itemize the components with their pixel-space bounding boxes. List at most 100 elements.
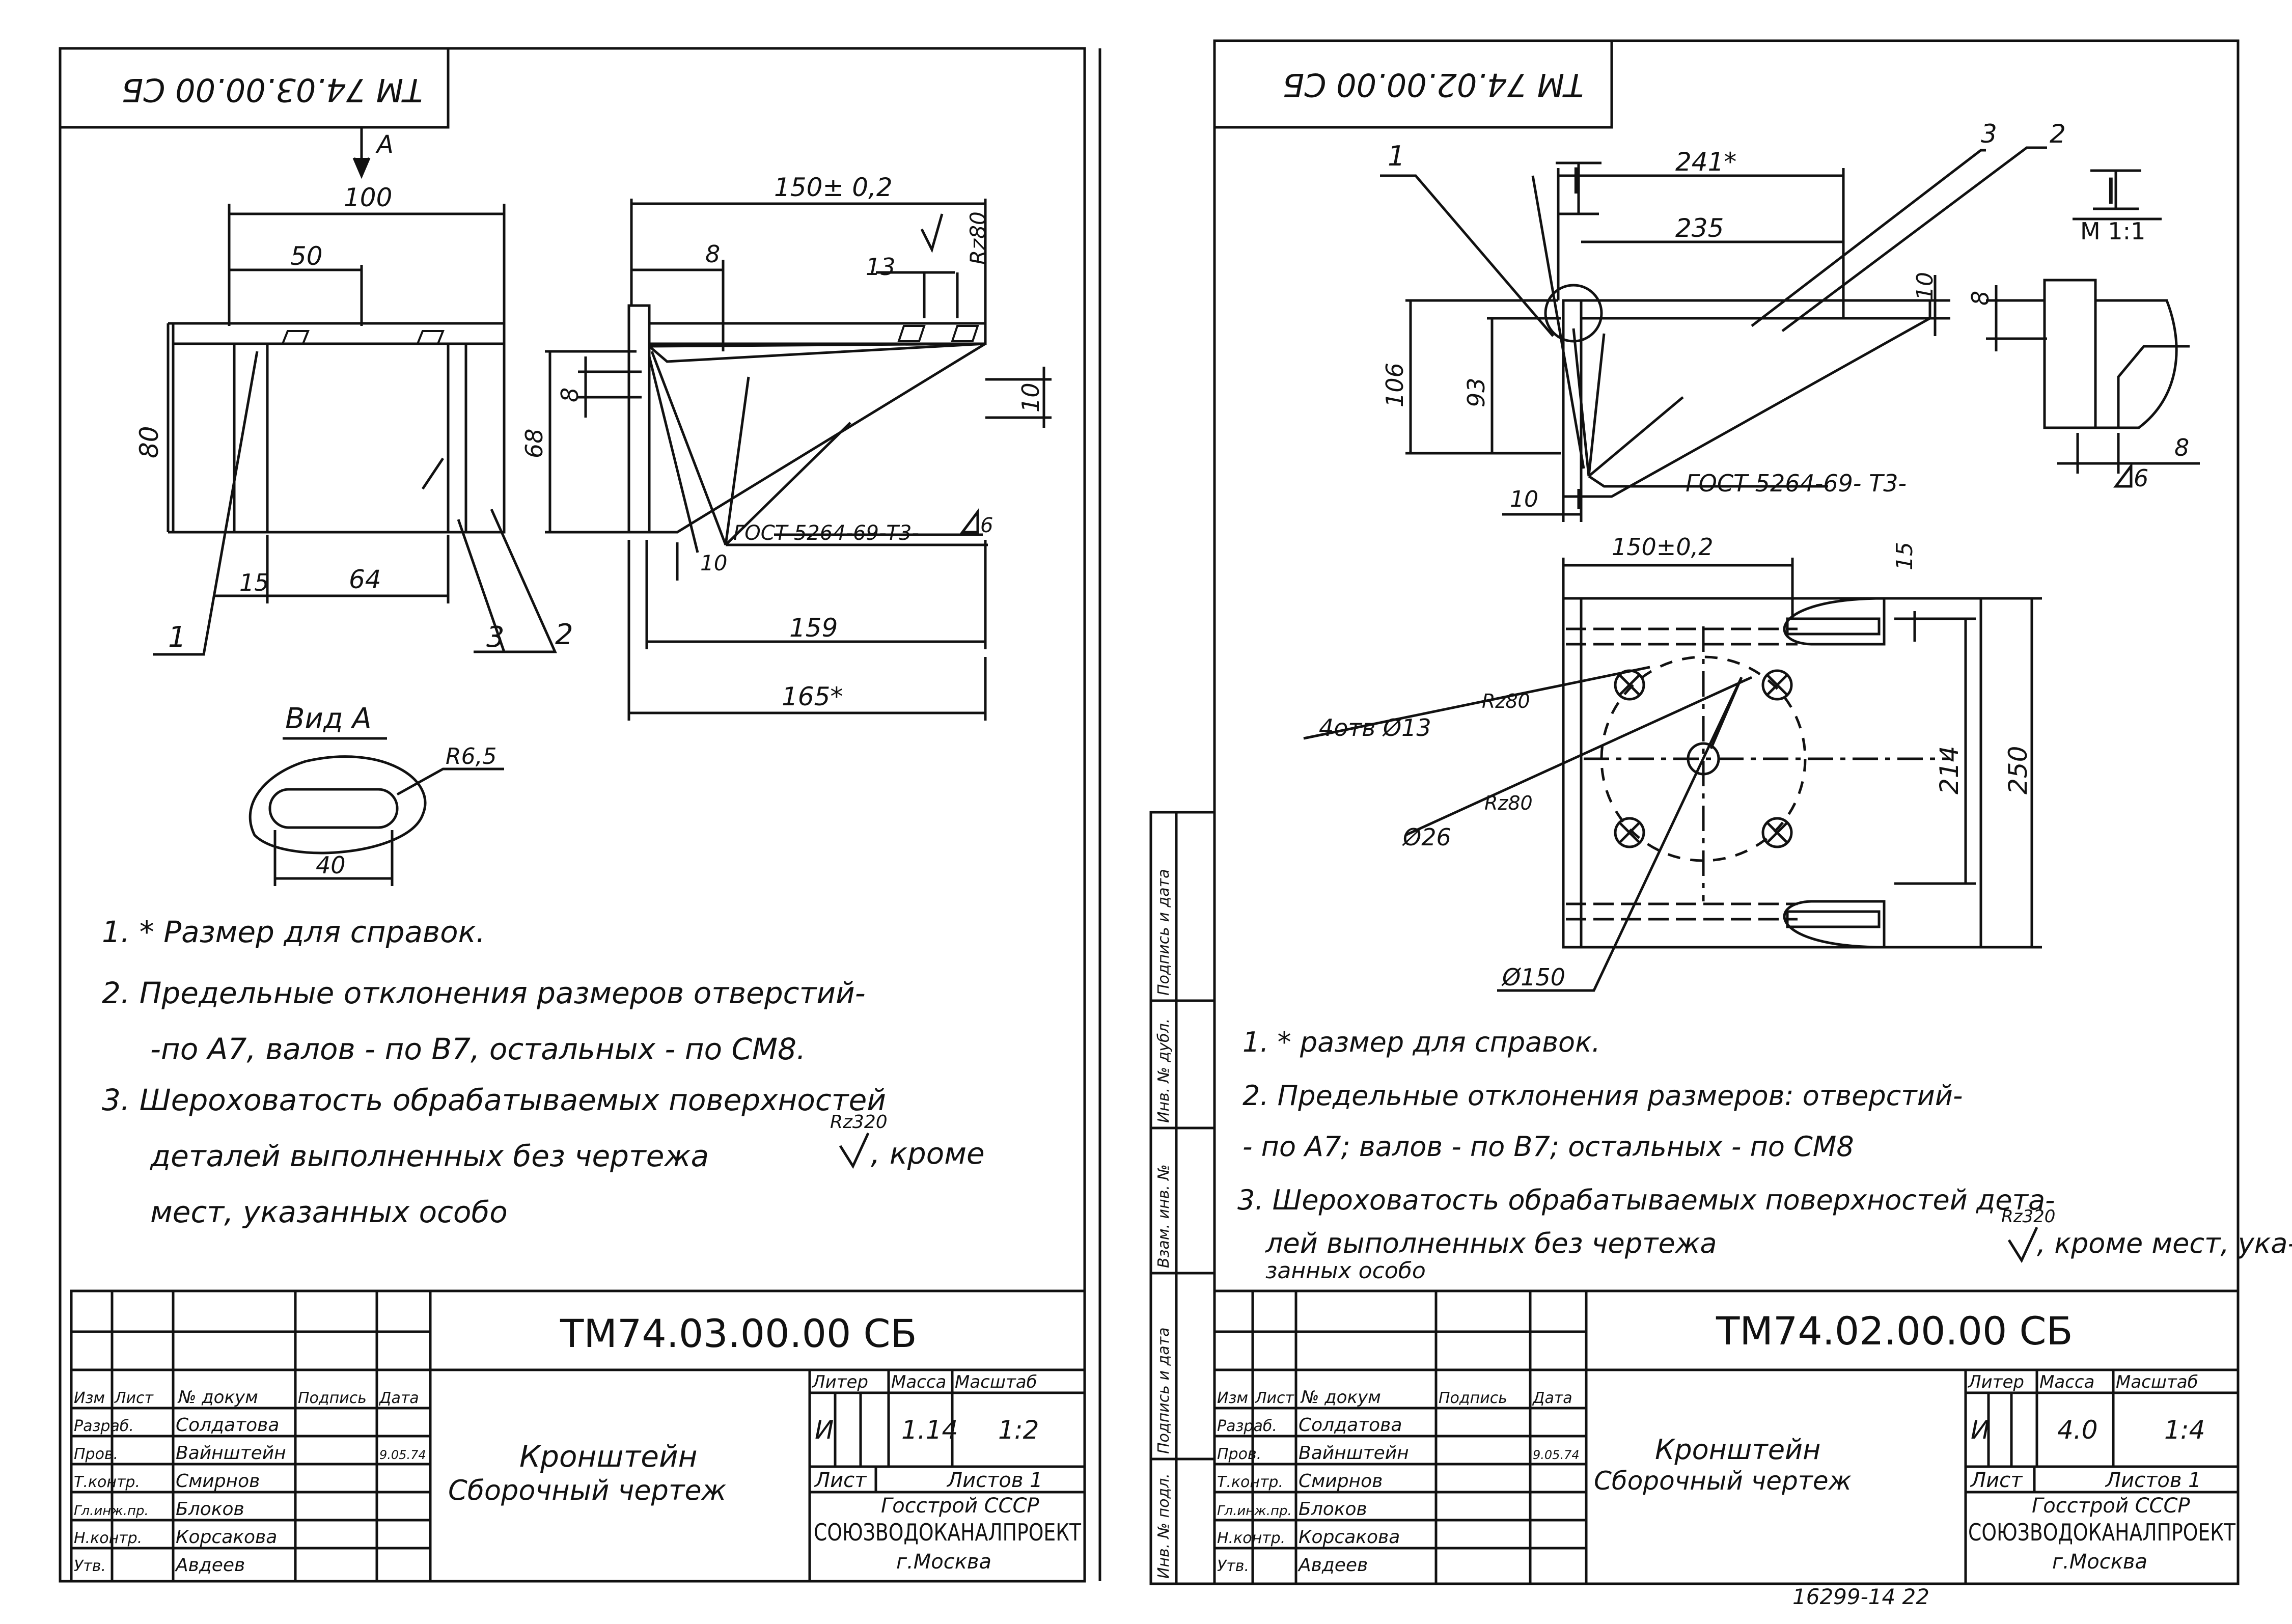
rz80-bottom: Rz80 (1484, 792, 1533, 814)
dim-235: 235 (1675, 213, 1724, 243)
right-tb-hdr-podp: Подпись (1439, 1389, 1507, 1407)
left-tb-person: Солдатова (176, 1415, 279, 1436)
dim-40: 40 (316, 851, 346, 879)
left-tb-role: Утв. (74, 1557, 106, 1575)
weld-leg-right: 6 (2134, 464, 2148, 492)
dim-8-detail-horiz: 8 (2174, 434, 2189, 461)
right-note-1: 1. * размер для справок. (1242, 1026, 1600, 1058)
left-note-rz320: Rz320 (830, 1112, 888, 1133)
view-a-title: Вид А (285, 702, 372, 735)
left-tb-role: Разраб. (74, 1417, 134, 1435)
dim-13: 13 (866, 253, 896, 281)
left-note-3b2: , кроме (871, 1136, 985, 1171)
right-tb-name2: Сборочный чертеж (1594, 1466, 1852, 1496)
right-tb-listov: Листов 1 (2105, 1469, 2201, 1492)
left-tb-person: Блоков (176, 1499, 244, 1520)
side-stamp-strip (1151, 812, 1214, 1584)
left-note-2b: -по А7, валов - по В7, остальных - по СМ… (150, 1032, 806, 1066)
right-tb-org3: г.Москва (2052, 1550, 2147, 1574)
right-tb-role: Гл.инж.пр. (1217, 1503, 1292, 1519)
left-tb-listov: Листов 1 (946, 1469, 1043, 1492)
right-tb-hdr-ndoc: № докум (1300, 1387, 1381, 1408)
left-corner-code: ТМ 74.03.00.00 СБ (122, 71, 423, 108)
dim-10-right-top: 10 (1912, 272, 1938, 300)
right-note-2b: - по А7; валов - по В7; остальных - по С… (1242, 1131, 1854, 1163)
left-side-view (545, 199, 1052, 721)
left-view-marker: А (375, 130, 394, 159)
side-stamp-label: Инв. № дубл. (1155, 1019, 1173, 1123)
left-front-view (153, 127, 555, 654)
callout-2-left: 2 (555, 618, 573, 651)
left-tb-hdr-list: Лист (114, 1389, 154, 1407)
left-tb-name1: Кронштейн (519, 1439, 698, 1474)
right-tb-role: Пров. (1217, 1445, 1261, 1463)
dim-8-detail-vert: 8 (1967, 291, 1994, 306)
left-tb-role: Т.контр. (74, 1473, 140, 1491)
left-tb-org3: г.Москва (896, 1550, 991, 1574)
dim-150-tol-right: 150±0,2 (1612, 533, 1714, 561)
side-stamp-label: Подпись и дата (1155, 869, 1173, 996)
left-tb-col-liter: Литер (811, 1372, 868, 1392)
left-tb-person: Авдеев (175, 1555, 245, 1576)
left-view-a (250, 127, 504, 886)
right-section-detail (1986, 171, 2200, 474)
left-note-2a: 2. Предельные отклонения размеров отверс… (102, 976, 866, 1010)
right-plan-view (1304, 558, 2042, 990)
weld-note-right: ГОСТ 5264-69- Т3- (1686, 470, 1907, 497)
right-tb-hdr-list: Лист (1255, 1389, 1295, 1407)
right-tb-org2: СОЮЗВОДОКАНАЛПРОЕКТ (1968, 1519, 2236, 1546)
right-side-view (1380, 148, 2047, 522)
left-note-3a: 3. Шероховатость обрабатываемых поверхно… (102, 1083, 886, 1117)
right-tb-code: ТМ74.02.00.00 СБ (1716, 1308, 2073, 1354)
left-weld-triangle (962, 512, 978, 532)
right-tb-person: Авдеев (1297, 1555, 1368, 1576)
weld-note-left: ГОСТ 5264-69-Т3- (733, 521, 919, 545)
left-note-3b: деталей выполненных без чертежа (150, 1139, 709, 1173)
right-note-rz320: Rz320 (2001, 1206, 2055, 1227)
callout-3-left: 3 (486, 621, 505, 654)
dim-93: 93 (1462, 377, 1490, 407)
dim-106: 106 (1381, 363, 1409, 407)
left-title-block (71, 1291, 1085, 1581)
dim-10-right-bottom: 10 (1510, 486, 1538, 512)
right-corner-code: ТМ 74.02.00.00 СБ (1283, 66, 1584, 103)
left-note-1: 1. * Размер для справок. (102, 915, 485, 949)
dim-64: 64 (349, 565, 381, 594)
right-tb-person: Смирнов (1299, 1471, 1383, 1492)
dim-250: 250 (2003, 746, 2033, 794)
left-rz320-check (840, 1133, 868, 1166)
section-mark: I (1571, 160, 1582, 202)
weld-leg-left: 6 (980, 514, 993, 537)
right-note-3c: занных особо (1265, 1258, 1426, 1284)
dim-159: 159 (789, 613, 838, 643)
sheet-reference: 16299-14 22 (1792, 1584, 1929, 1609)
holes-note: 4отв Ø13 (1319, 714, 1431, 741)
right-rz320-check (2009, 1227, 2037, 1260)
rz80-left: Rz80 (965, 211, 990, 265)
right-tb-person: Вайнштейн (1299, 1443, 1409, 1464)
dim-165: 165* (782, 682, 843, 711)
right-tb-person: Корсакова (1299, 1527, 1400, 1548)
left-tb-massa: 1.14 (901, 1415, 958, 1445)
left-tb-liter: И (815, 1415, 834, 1445)
side-stamp-label: Подпись и дата (1155, 1328, 1173, 1454)
dim-8-top: 8 (705, 240, 720, 268)
callout-1-right: 1 (1388, 140, 1405, 172)
right-tb-massa: 4.0 (2057, 1415, 2098, 1445)
left-note-3c: мест, указанных особо (150, 1195, 508, 1229)
right-tb-name1: Кронштейн (1655, 1434, 1820, 1466)
right-tb-hdr-izm: Изм (1217, 1389, 1248, 1407)
dim-68: 68 (520, 428, 548, 458)
right-tb-liter: И (1971, 1415, 1990, 1445)
right-tb-person: Солдатова (1299, 1415, 1402, 1436)
scale-label: М 1:1 (2080, 217, 2145, 245)
dim-d150: Ø150 (1501, 964, 1565, 991)
right-tb-col-liter: Литер (1967, 1372, 2024, 1392)
right-tb-role: Утв. (1217, 1557, 1249, 1575)
left-corner-box (60, 48, 448, 127)
dim-10-right: 10 (1017, 382, 1044, 412)
left-tb-org1: Госстрой СССР (881, 1494, 1039, 1518)
dim-15: 15 (239, 569, 269, 596)
right-weld-triangle (2116, 466, 2131, 486)
